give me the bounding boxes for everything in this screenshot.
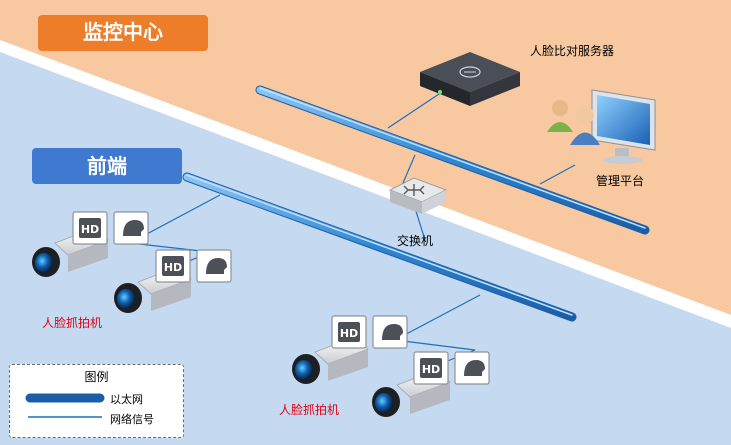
ethernet-bus-center bbox=[255, 85, 650, 235]
legend: 图例 以太网 网络信号 bbox=[9, 364, 184, 438]
server-icon bbox=[420, 52, 520, 106]
face-recognition-icon bbox=[372, 315, 408, 349]
front-end-tag: 前端 bbox=[32, 148, 182, 184]
management-label: 管理平台 bbox=[596, 174, 645, 188]
camera-group-1-label: 人脸抓拍机 bbox=[42, 316, 103, 330]
hd-badge: HD bbox=[72, 211, 108, 245]
switch-label: 交换机 bbox=[397, 234, 434, 248]
legend-swatches bbox=[25, 393, 105, 418]
management-icon bbox=[547, 89, 656, 164]
legend-title: 图例 bbox=[84, 370, 109, 384]
camera-group-2-label: 人脸抓拍机 bbox=[279, 403, 340, 417]
legend-signal-label: 网络信号 bbox=[110, 413, 154, 426]
svg-text:HD: HD bbox=[340, 327, 358, 340]
svg-text:HD: HD bbox=[422, 363, 440, 376]
ethernet-bus-front bbox=[182, 172, 577, 322]
svg-text:HD: HD bbox=[164, 261, 182, 274]
face-server-label: 人脸比对服务器 bbox=[530, 44, 615, 58]
legend-ethernet-label: 以太网 bbox=[110, 393, 143, 406]
face-recognition-icon bbox=[113, 211, 149, 245]
svg-text:HD: HD bbox=[81, 223, 99, 236]
camera-icon bbox=[114, 266, 192, 313]
zone-divider bbox=[0, 40, 731, 328]
hd-badge: HD bbox=[155, 249, 191, 283]
monitoring-center-tag: 监控中心 bbox=[38, 15, 208, 51]
center-zone-bg bbox=[0, 0, 731, 315]
face-recognition-icon bbox=[454, 351, 490, 385]
switch-icon bbox=[388, 177, 448, 214]
hd-badge: HD bbox=[413, 351, 449, 385]
hd-badge: HD bbox=[331, 315, 367, 349]
face-recognition-icon bbox=[196, 249, 232, 283]
